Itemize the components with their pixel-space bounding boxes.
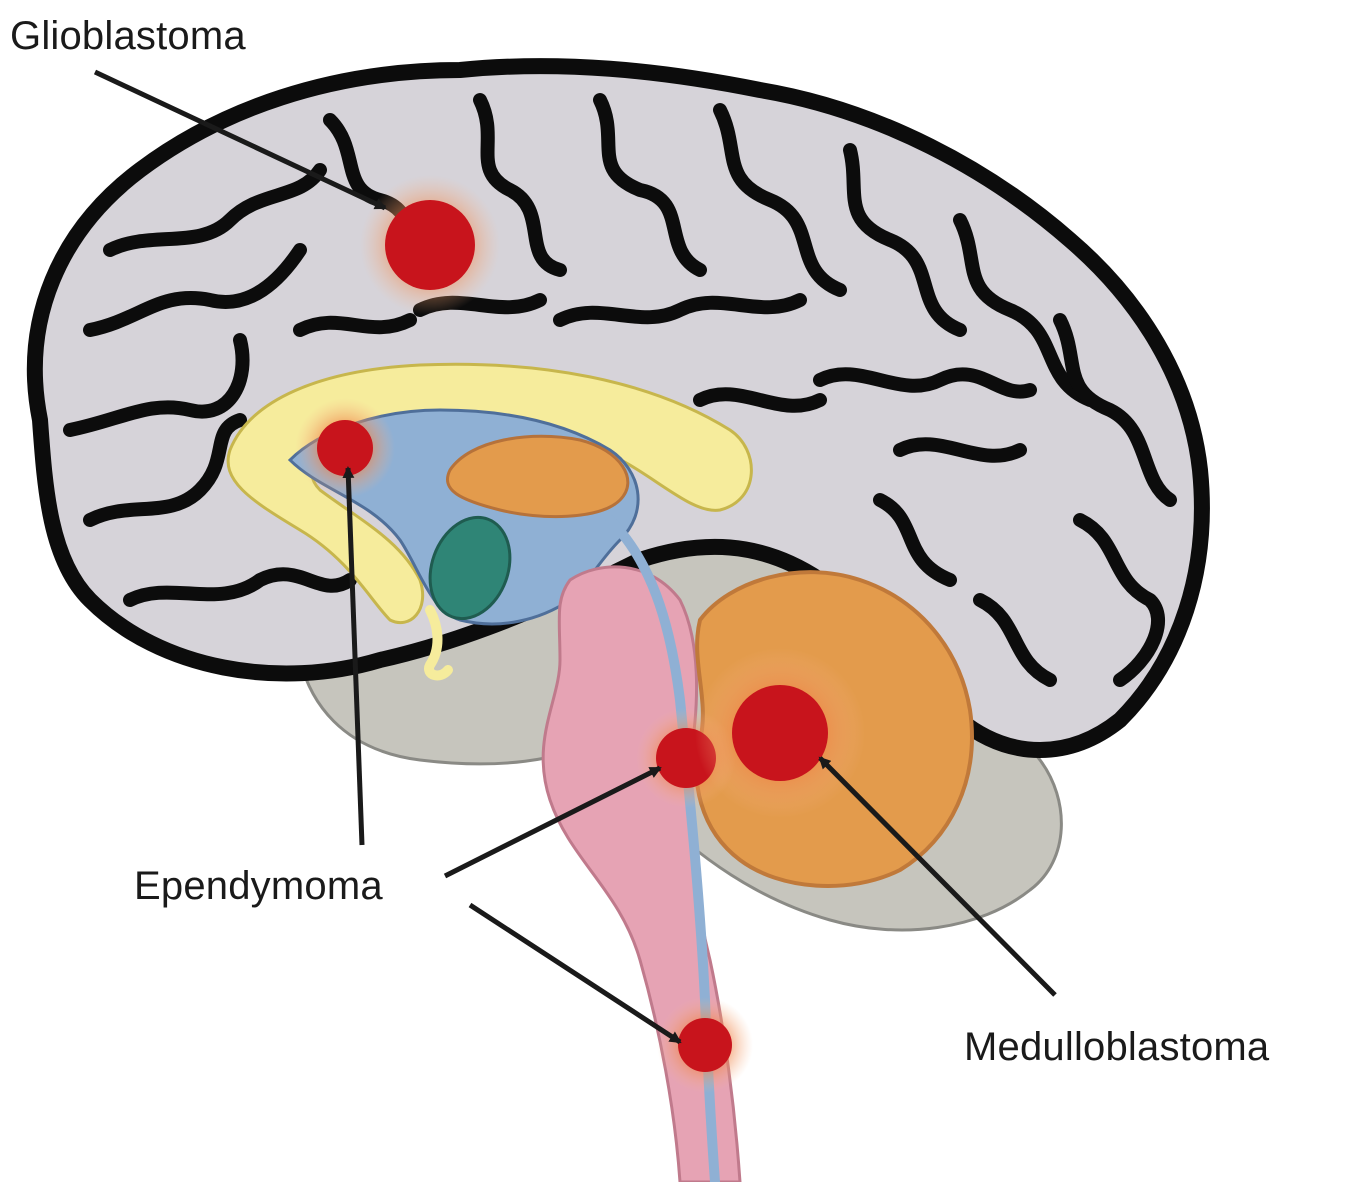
ependymoma-ventricle-tumor (317, 420, 373, 476)
medulloblastoma-tumor (732, 685, 828, 781)
glioblastoma-tumor (385, 200, 475, 290)
glioblastoma-label: Glioblastoma (10, 16, 246, 56)
medulloblastoma-label: Medulloblastoma (964, 1027, 1269, 1067)
ependymoma-spinal-tumor (678, 1018, 732, 1072)
ependymoma-label: Ependymoma (134, 866, 383, 906)
